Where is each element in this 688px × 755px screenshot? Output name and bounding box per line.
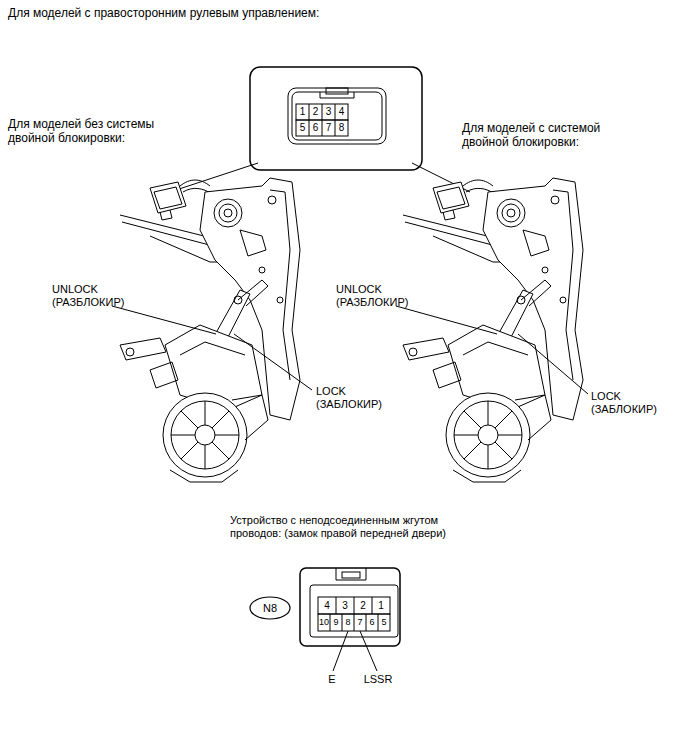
pin-number: 9 <box>330 614 342 631</box>
pin-number: 10 <box>318 614 330 631</box>
variant-note: Для моделей с системой двойной блокировк… <box>462 121 637 150</box>
illustration-shape <box>112 306 216 334</box>
illustration-shape <box>336 597 372 614</box>
illustration-shape <box>310 585 398 637</box>
illustration-shape <box>320 92 354 98</box>
pin-number: 3 <box>322 104 335 120</box>
illustration-shape <box>360 631 377 671</box>
pin-number: 7 <box>354 614 366 631</box>
illustration-shape <box>330 614 378 631</box>
illustration-shape <box>318 597 390 614</box>
pin-number: 7 <box>322 120 335 136</box>
view-note: Устройство с неподсоединенным жгутом про… <box>230 514 475 540</box>
position-label: LOCK (ЗАБЛОКИР) <box>316 385 382 411</box>
tag-outline <box>250 597 290 619</box>
illustration-shape <box>518 334 588 394</box>
position-label: UNLOCK (РАЗБЛОКИР) <box>52 283 124 309</box>
pin-number: 3 <box>336 597 354 614</box>
variant-note: Для моделей без системы двойной блокиров… <box>8 117 183 146</box>
pin-number: 5 <box>296 120 309 136</box>
signal-name: E <box>318 673 346 686</box>
signal-name: LSSR <box>358 673 398 686</box>
illustration-shape <box>336 568 366 580</box>
illustration-shape <box>318 614 390 631</box>
illustration-shape <box>120 178 300 482</box>
pin-number: 5 <box>378 614 390 631</box>
illustration-shape <box>292 92 382 140</box>
pin-number: 2 <box>354 597 372 614</box>
pin-number: 8 <box>335 120 348 136</box>
illustration-shape <box>309 104 335 136</box>
illustration-shape <box>234 334 312 390</box>
illustration-shape <box>288 88 386 144</box>
position-label: LOCK (ЗАБЛОКИР) <box>591 390 657 416</box>
position-label: UNLOCK (РАЗБЛОКИР) <box>336 283 408 309</box>
illustration-shape <box>342 572 360 578</box>
illustration-shape <box>326 88 348 94</box>
pin-number: 4 <box>318 597 336 614</box>
pin-number: 8 <box>342 614 354 631</box>
illustration-shape <box>250 67 422 170</box>
pin-number: 6 <box>309 120 322 136</box>
pin-number: 1 <box>372 597 390 614</box>
illustration-shape <box>403 178 583 482</box>
heading: Для моделей с правосторонним рулевым упр… <box>8 6 319 20</box>
pin-number: 6 <box>366 614 378 631</box>
illustration-shape <box>396 306 497 334</box>
illustration-shape <box>333 631 348 671</box>
pin-number: 2 <box>309 104 322 120</box>
tag-text: N8 <box>263 602 277 614</box>
illustration-shape <box>300 568 400 646</box>
pin-number: 4 <box>335 104 348 120</box>
connector-tag: N8 <box>249 596 291 620</box>
pin-number: 1 <box>296 104 309 120</box>
